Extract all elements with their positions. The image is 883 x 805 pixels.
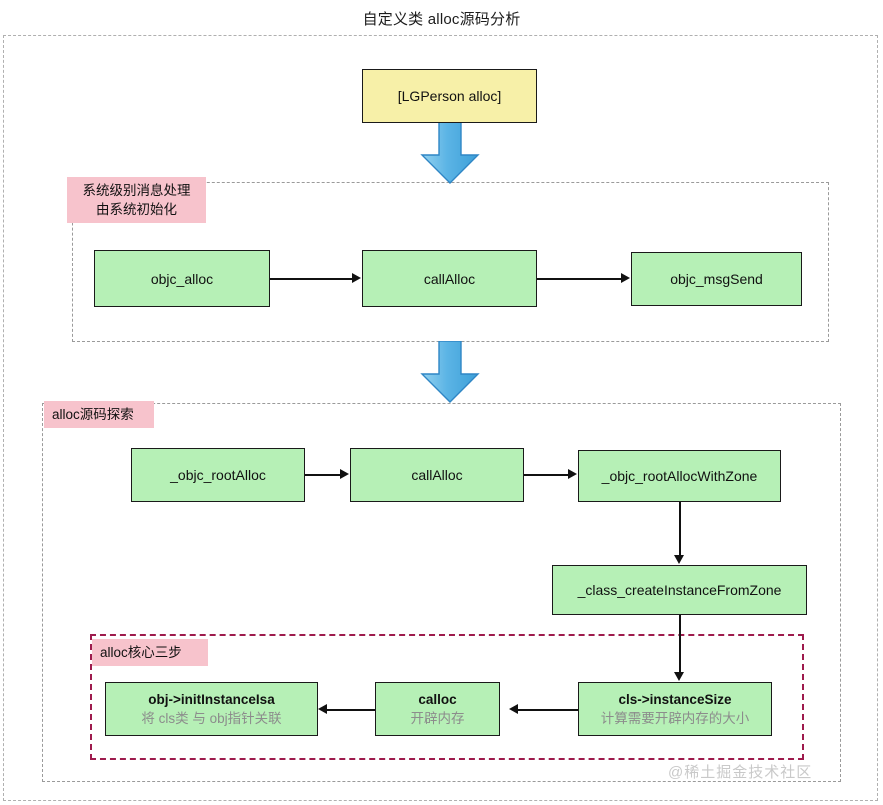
node-label: callAlloc bbox=[411, 467, 463, 483]
node-instance-size[interactable]: cls->instanceSize 计算需要开辟内存的大小 bbox=[578, 682, 772, 736]
node-label: calloc bbox=[418, 691, 457, 707]
node-label: _objc_rootAllocWithZone bbox=[601, 468, 758, 484]
node-objc-root-alloc[interactable]: _objc_rootAlloc bbox=[131, 448, 305, 502]
node-label: _objc_rootAlloc bbox=[170, 467, 266, 483]
node-sublabel: 计算需要开辟内存的大小 bbox=[600, 710, 750, 726]
node-objc-msg-send[interactable]: objc_msgSend bbox=[631, 252, 802, 306]
node-label: [LGPerson alloc] bbox=[397, 88, 502, 104]
watermark: @稀土掘金技术社区 bbox=[668, 764, 813, 781]
section-frame-alloc-source-exploration bbox=[42, 403, 841, 782]
node-lgperson-alloc[interactable]: [LGPerson alloc] bbox=[362, 69, 537, 123]
connector-arrowhead bbox=[568, 469, 577, 479]
connector-call-alloc-to-root-alloc-with-zone bbox=[524, 474, 568, 476]
connector-arrowhead bbox=[340, 469, 349, 479]
node-call-alloc-1[interactable]: callAlloc bbox=[362, 250, 537, 307]
node-call-alloc-2[interactable]: callAlloc bbox=[350, 448, 524, 502]
node-label: callAlloc bbox=[423, 270, 476, 287]
connector-arrowhead bbox=[621, 273, 630, 283]
node-label: cls->instanceSize bbox=[618, 691, 732, 707]
node-label: _class_createInstanceFromZone bbox=[577, 582, 782, 598]
connector-call-alloc-to-objc-msg-send bbox=[537, 278, 621, 280]
page-title: 自定义类 alloc源码分析 bbox=[362, 11, 521, 28]
connector-arrowhead bbox=[352, 273, 361, 283]
section-label-alloc-source-exploration: alloc源码探索 bbox=[44, 401, 154, 428]
connector-arrowhead bbox=[509, 704, 518, 714]
node-calloc[interactable]: calloc 开辟内存 bbox=[375, 682, 500, 736]
connector-arrowhead bbox=[674, 555, 684, 564]
section-label-system-message-handling: 系统级别消息处理 由系统初始化 bbox=[67, 177, 206, 223]
connector-arrowhead bbox=[318, 704, 327, 714]
node-class-create-instance-from-zone[interactable]: _class_createInstanceFromZone bbox=[552, 565, 807, 615]
flow-arrow-down-large-2 bbox=[420, 341, 480, 403]
node-sublabel: 将 cls类 与 obj指针关联 bbox=[141, 710, 282, 726]
connector-arrowhead bbox=[674, 672, 684, 681]
node-label: objc_msgSend bbox=[670, 271, 763, 287]
node-label: obj->initInstanceIsa bbox=[148, 691, 275, 707]
connector-instance-size-to-calloc bbox=[518, 709, 578, 711]
node-sublabel: 开辟内存 bbox=[410, 710, 465, 726]
connector-create-instance-to-instance-size bbox=[679, 615, 681, 672]
node-init-instance-isa[interactable]: obj->initInstanceIsa 将 cls类 与 obj指针关联 bbox=[105, 682, 318, 736]
node-objc-alloc[interactable]: objc_alloc bbox=[94, 250, 270, 307]
connector-objc-alloc-to-call-alloc bbox=[270, 278, 352, 280]
node-label: objc_alloc bbox=[150, 270, 214, 287]
flow-arrow-down-large-1 bbox=[420, 122, 480, 184]
connector-root-alloc-to-call-alloc bbox=[305, 474, 340, 476]
node-objc-root-alloc-with-zone[interactable]: _objc_rootAllocWithZone bbox=[578, 450, 781, 502]
section-frame-alloc-core-three-steps bbox=[90, 634, 804, 760]
connector-root-alloc-with-zone-to-create-instance bbox=[679, 502, 681, 555]
section-label-alloc-core-three-steps: alloc核心三步 bbox=[92, 639, 208, 666]
connector-calloc-to-init-instance-isa bbox=[327, 709, 375, 711]
